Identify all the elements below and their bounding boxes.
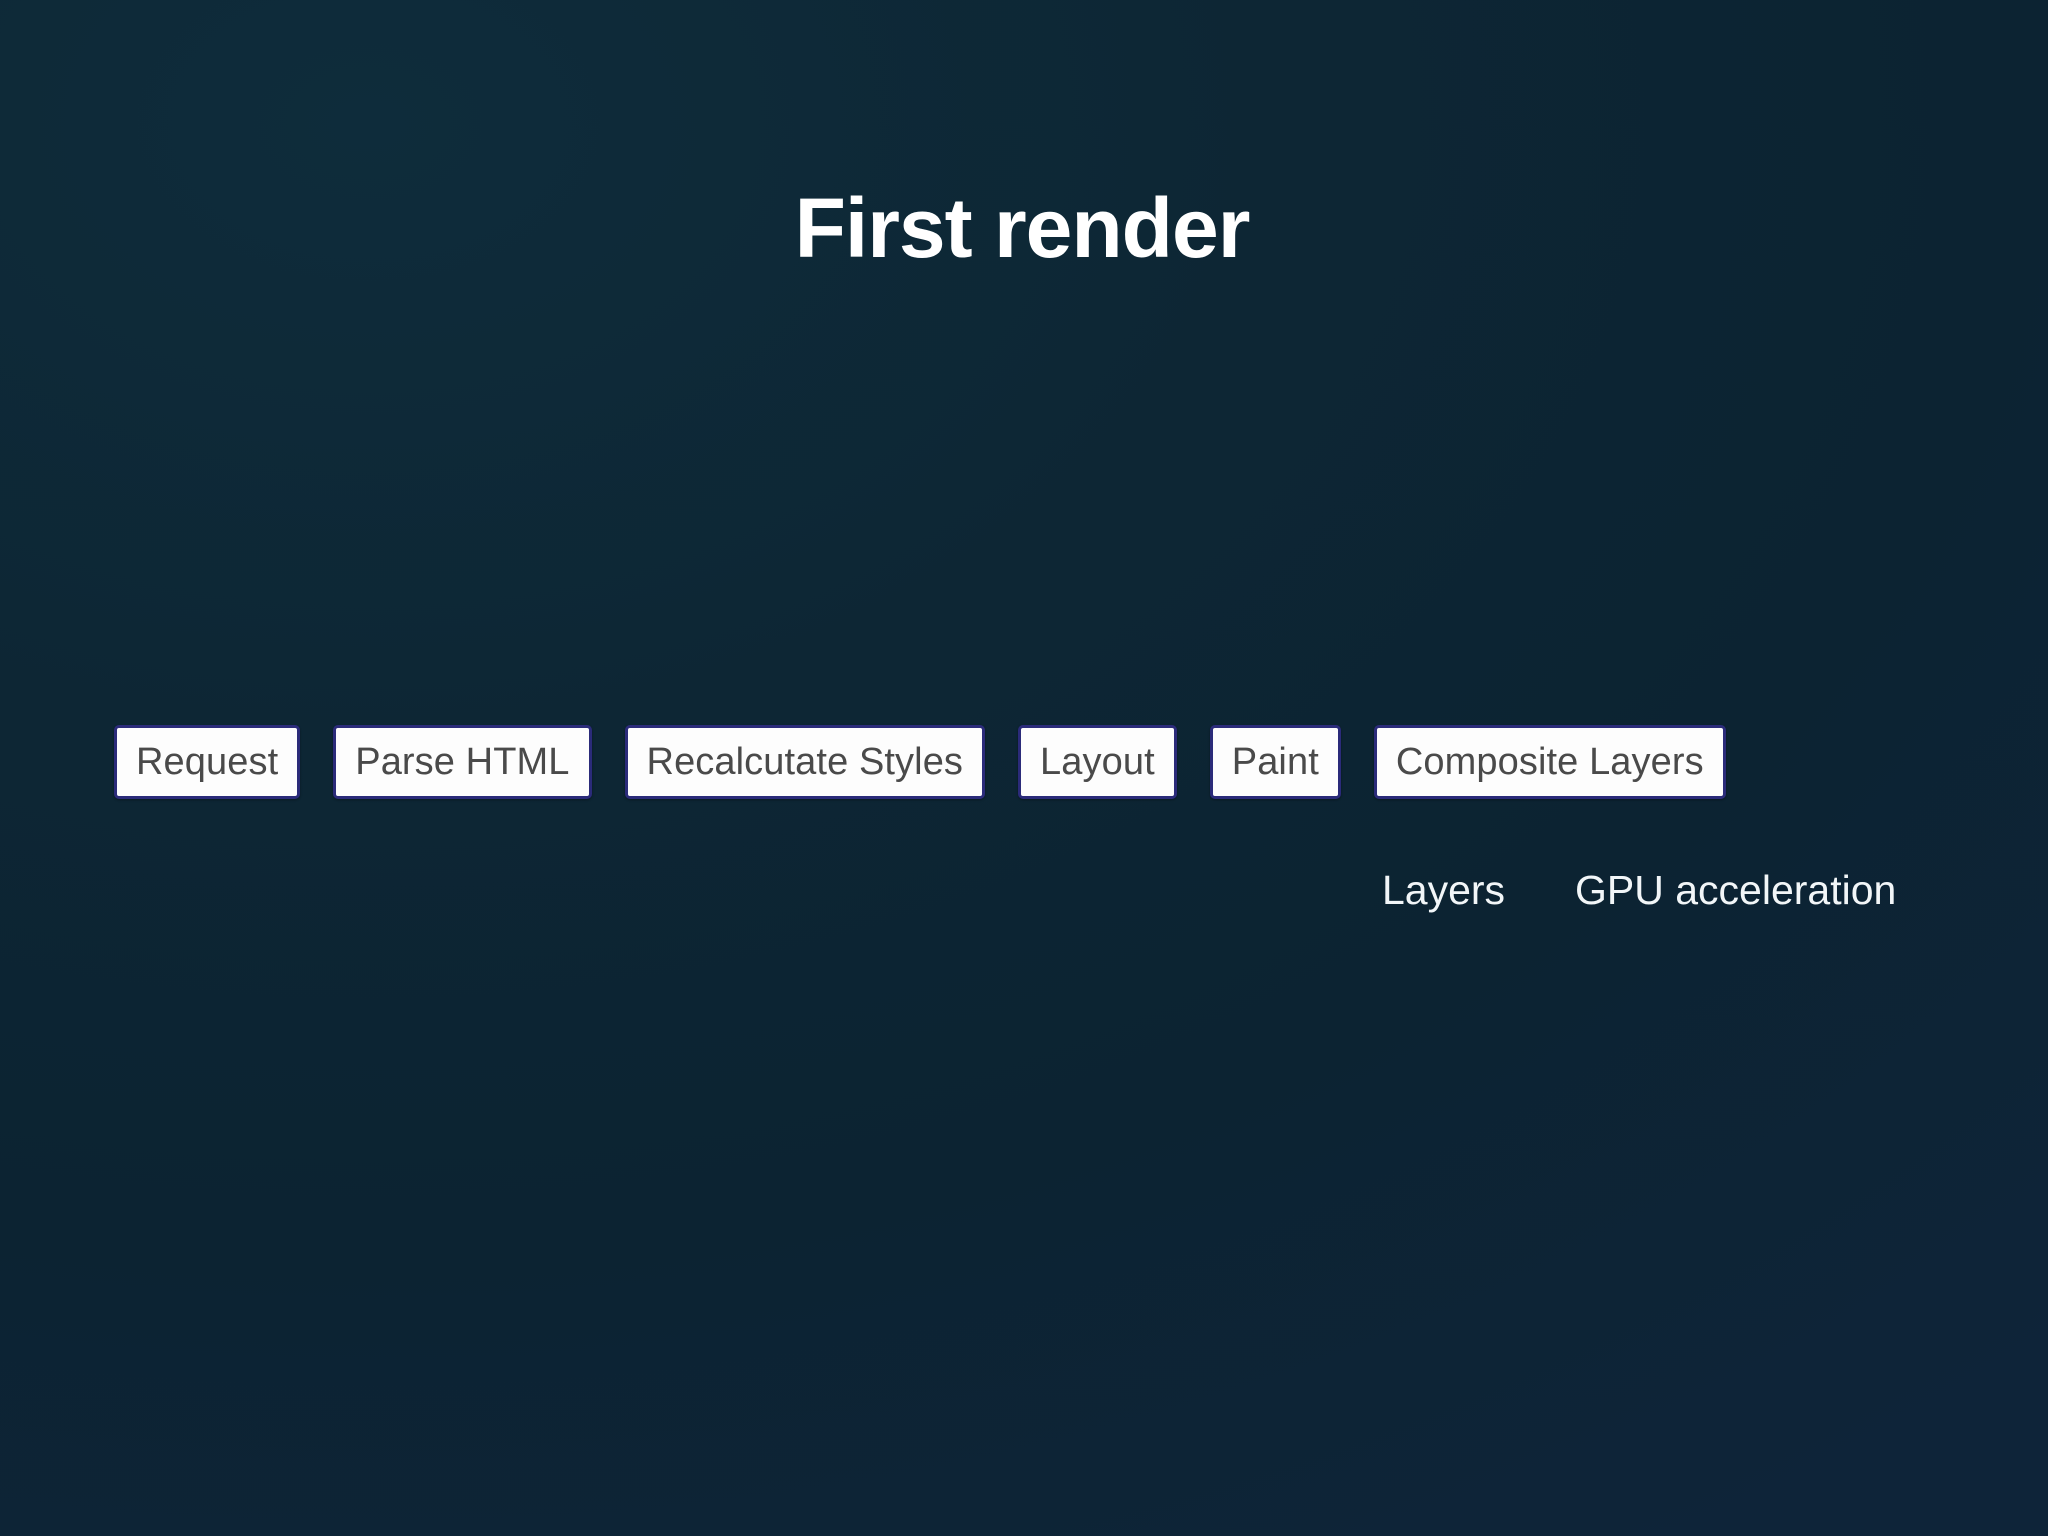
annotation-gpu-acceleration: GPU acceleration (1575, 867, 1897, 913)
pipeline-stage-label: Composite Layers (1395, 741, 1704, 783)
pipeline-stage-paint[interactable]: Paint (1209, 725, 1341, 799)
pipeline-stage-label: Paint (1231, 741, 1319, 783)
render-pipeline-row: Request Parse HTML Recalcutate Styles La… (114, 725, 1726, 799)
pipeline-stage-composite-layers[interactable]: Composite Layers (1373, 725, 1726, 799)
pipeline-stage-label: Request (136, 741, 279, 783)
pipeline-stage-label: Layout (1040, 741, 1155, 783)
page-title: First render (794, 181, 1251, 276)
pipeline-stage-label: Recalcutate Styles (646, 741, 964, 783)
pipeline-stage-request[interactable]: Request (114, 725, 301, 799)
pipeline-stage-layout[interactable]: Layout (1018, 725, 1177, 799)
pipeline-stage-parse-html[interactable]: Parse HTML (333, 725, 592, 799)
pipeline-stage-label: Parse HTML (355, 741, 570, 783)
annotation-layers: Layers (1382, 867, 1506, 913)
pipeline-stage-recalculate-styles[interactable]: Recalcutate Styles (624, 725, 986, 799)
